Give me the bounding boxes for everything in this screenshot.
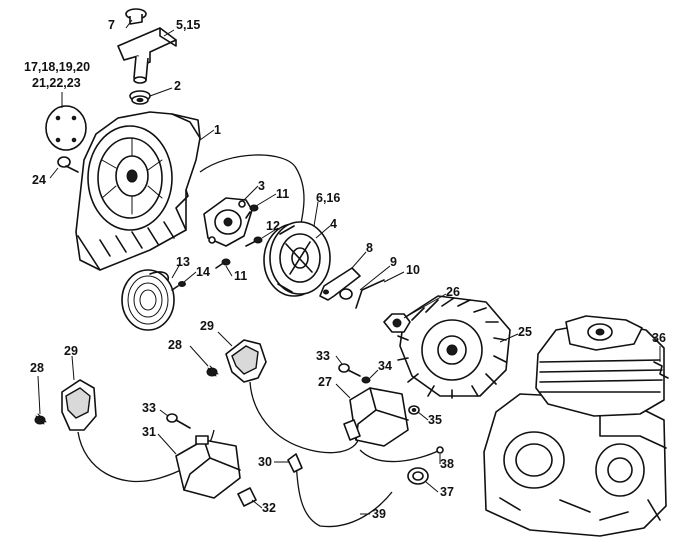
spring-28-left	[34, 413, 47, 425]
label-part-25: 25	[518, 325, 532, 339]
leader-lines	[37, 19, 661, 515]
label-part-14: 14	[196, 265, 210, 279]
label-part-39: 39	[372, 507, 386, 521]
label-part-13: 13	[176, 255, 190, 269]
ignition-module-center	[225, 339, 267, 383]
label-part-10: 10	[406, 263, 420, 277]
ignition-coil-27	[343, 387, 409, 447]
ignition-module-left	[61, 379, 97, 431]
flywheel	[397, 295, 511, 399]
ignition-lead-center	[249, 381, 360, 454]
label-part-29-center: 29	[200, 319, 214, 333]
label-part-24: 24	[32, 173, 46, 187]
label-part-26: 26	[446, 285, 460, 299]
screw-11a	[245, 204, 259, 219]
insulator-32	[237, 487, 257, 507]
terminal-38	[436, 446, 444, 454]
label-part-33-left: 33	[142, 401, 156, 415]
label-part-21-23: 21,22,23	[32, 76, 81, 90]
label-part-11-lower: 11	[234, 269, 247, 283]
label-part-7: 7	[108, 18, 115, 32]
label-part-37: 37	[440, 485, 454, 499]
washer-35	[408, 405, 420, 415]
engine-cylinder	[535, 315, 665, 417]
label-part-33-center: 33	[316, 349, 330, 363]
label-part-12: 12	[266, 219, 280, 233]
spring-clip-10	[355, 279, 385, 309]
screw-14	[171, 281, 186, 291]
label-part-3: 3	[258, 179, 265, 193]
clip-36	[653, 361, 669, 379]
label-part-9: 9	[390, 255, 397, 269]
screw-12	[245, 236, 263, 247]
short-circuit-wire-39	[295, 461, 393, 528]
washer-9	[339, 288, 353, 300]
label-part-11-upper: 11	[276, 187, 289, 201]
label-part-36: 36	[652, 331, 666, 345]
label-part-28-left: 28	[30, 361, 44, 375]
label-part-32: 32	[262, 501, 276, 515]
ignition-coil-31	[175, 435, 241, 499]
ground-wire-38	[359, 449, 441, 463]
label-part-27: 27	[318, 375, 332, 389]
label-part-34: 34	[378, 359, 392, 373]
label-part-4: 4	[330, 217, 337, 231]
starter-grip-handle	[117, 8, 177, 84]
label-part-5-15: 5,15	[176, 18, 200, 32]
label-part-17-20: 17,18,19,20	[24, 60, 90, 74]
label-part-28-center: 28	[168, 338, 182, 352]
fan-housing	[75, 111, 201, 271]
nut-26	[383, 313, 411, 333]
label-part-30: 30	[258, 455, 272, 469]
screw-24	[57, 156, 79, 173]
label-part-6-16: 6,16	[316, 191, 340, 205]
spring-plate	[203, 197, 253, 247]
screw-33-left	[166, 413, 191, 429]
washer-34	[361, 376, 371, 384]
spring-28-center	[206, 365, 219, 377]
rewind-spring	[121, 269, 175, 331]
label-part-38: 38	[440, 457, 454, 471]
connector-30	[287, 453, 303, 473]
label-part-29-left: 29	[64, 344, 78, 358]
cover-plate	[45, 105, 87, 151]
screw-33-center	[338, 363, 361, 377]
rope-rotor	[263, 221, 331, 297]
starter-rope	[199, 154, 305, 229]
screw-11b	[215, 258, 231, 269]
label-part-31: 31	[142, 425, 156, 439]
label-part-35: 35	[428, 413, 442, 427]
label-part-8: 8	[366, 241, 373, 255]
label-part-1: 1	[214, 123, 221, 137]
grommet-37	[407, 467, 429, 485]
engine-crankcase	[483, 393, 667, 537]
rope-guide-bushing	[129, 90, 151, 105]
label-part-2: 2	[174, 79, 181, 93]
